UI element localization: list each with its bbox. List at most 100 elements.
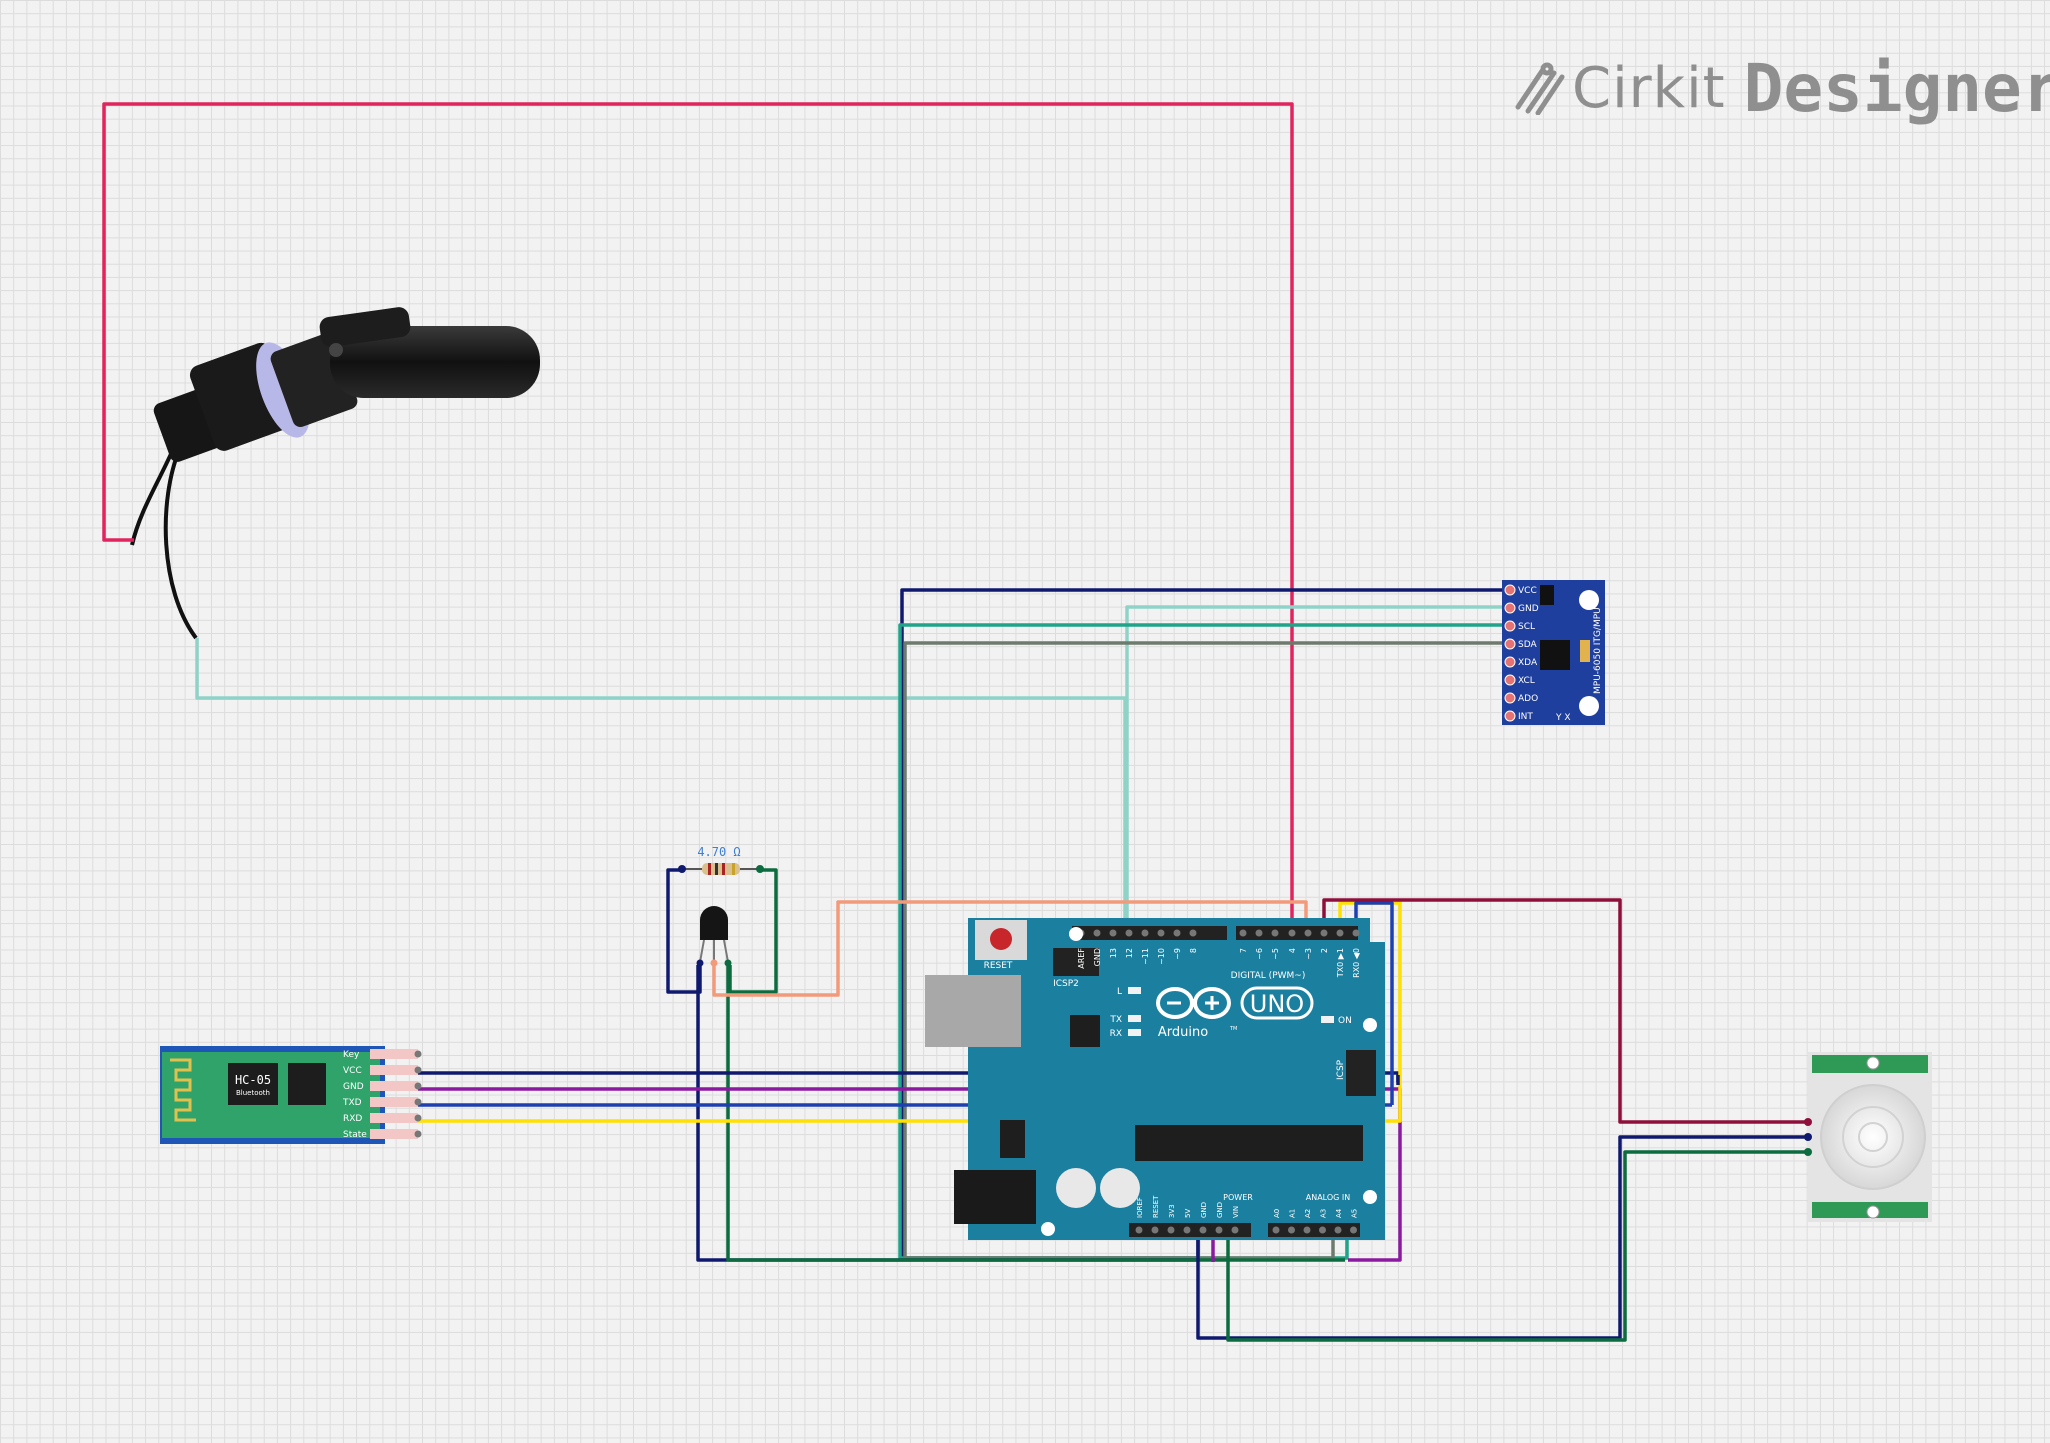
icsp-header[interactable] xyxy=(1346,1050,1376,1096)
analog-pin-label: A2 xyxy=(1304,1209,1312,1218)
wire-float-to-gnd[interactable] xyxy=(195,638,1127,935)
pir-sensor[interactable] xyxy=(1804,1052,1932,1222)
wire-mpu-sda[interactable] xyxy=(903,641,1510,1260)
float-switch[interactable] xyxy=(130,306,540,640)
digital-pin[interactable] xyxy=(1173,929,1181,937)
pir-pin-out[interactable] xyxy=(1804,1118,1812,1126)
float-switch-float xyxy=(330,326,540,398)
analog-pin-label: A5 xyxy=(1351,1209,1359,1218)
digital-pin[interactable] xyxy=(1255,929,1263,937)
mpu-pin[interactable] xyxy=(1504,656,1516,668)
mpu-pin[interactable] xyxy=(1504,674,1516,686)
analog-pin[interactable] xyxy=(1334,1226,1342,1234)
digital-pin[interactable] xyxy=(1239,929,1247,937)
wire-sensor-data[interactable] xyxy=(712,900,1308,997)
digital-pin-label: 7 xyxy=(1239,948,1248,953)
resistor-pin-1[interactable] xyxy=(678,865,686,873)
wire-resistor-left[interactable] xyxy=(666,868,702,994)
hc05-pin[interactable] xyxy=(414,1082,422,1090)
digital-pin[interactable] xyxy=(1288,929,1296,937)
hc05-pin-strip xyxy=(370,1081,418,1091)
pir-pin-gnd[interactable] xyxy=(1804,1148,1812,1156)
mpu-pin-label: SCL xyxy=(1518,622,1535,632)
wire-hc05-gnd[interactable] xyxy=(418,1087,1402,1262)
temperature-sensor[interactable] xyxy=(696,906,732,967)
sensor-pin-gnd[interactable] xyxy=(724,959,732,967)
icsp2-header[interactable] xyxy=(1053,948,1099,976)
hc05-pin[interactable] xyxy=(414,1098,422,1106)
wire-float-to-d3[interactable] xyxy=(102,102,1294,935)
pir-hole-1 xyxy=(1866,1056,1880,1070)
wire-mpu-scl[interactable] xyxy=(898,623,1510,1260)
digital-pin[interactable] xyxy=(1093,929,1101,937)
digital-pin[interactable] xyxy=(1352,929,1360,937)
mpu-pin[interactable] xyxy=(1504,620,1516,632)
brand-name-part1: Cirkit xyxy=(1572,55,1726,121)
power-pin[interactable] xyxy=(1199,1226,1207,1234)
sensor-pin-data[interactable] xyxy=(710,959,718,967)
digital-pin[interactable] xyxy=(1189,929,1197,937)
mpu-side-label: MPU-6050 ITG/MPU xyxy=(1593,607,1603,694)
wire-pir-vcc[interactable] xyxy=(1196,1135,1808,1340)
digital-pin[interactable] xyxy=(1320,929,1328,937)
analog-pin[interactable] xyxy=(1303,1226,1311,1234)
mpu-pin-label: ADO xyxy=(1518,694,1538,704)
digital-pin[interactable] xyxy=(1141,929,1149,937)
mount-hole-1 xyxy=(1069,927,1083,941)
power-pin[interactable] xyxy=(1167,1226,1175,1234)
digital-pin[interactable] xyxy=(1304,929,1312,937)
resistor[interactable]: 4.70 Ω xyxy=(678,845,764,875)
power-pin[interactable] xyxy=(1231,1226,1239,1234)
capacitor-1 xyxy=(1056,1168,1096,1208)
analog-pin[interactable] xyxy=(1288,1226,1295,1234)
digital-pin[interactable] xyxy=(1271,929,1279,937)
wire-sensor-gnd[interactable] xyxy=(726,965,1345,1262)
power-pin[interactable] xyxy=(1151,1226,1159,1234)
sensor-pin-vcc[interactable] xyxy=(696,959,704,967)
power-pin[interactable] xyxy=(1183,1226,1191,1234)
mpu-pin[interactable] xyxy=(1504,602,1516,614)
hc05-pin-label: State xyxy=(343,1130,367,1140)
float-switch-hinge xyxy=(319,307,411,347)
analog-pin[interactable] xyxy=(1319,1226,1326,1234)
digital-pin[interactable] xyxy=(1336,929,1344,937)
digital-pin[interactable] xyxy=(1125,929,1133,937)
digital-pin[interactable] xyxy=(1157,929,1165,937)
hc05-chip-main xyxy=(228,1063,278,1105)
analog-label: ANALOG IN xyxy=(1306,1193,1351,1202)
icsp2-label: ICSP2 xyxy=(1053,979,1079,989)
mpu-pin-label: XCL xyxy=(1518,676,1535,686)
pir-pin-vcc[interactable] xyxy=(1804,1133,1812,1141)
mpu-pin[interactable] xyxy=(1504,710,1516,722)
hc05-pin[interactable] xyxy=(414,1050,422,1058)
wire-pir-gnd[interactable] xyxy=(1226,1150,1808,1342)
mpu-pin[interactable] xyxy=(1504,692,1516,704)
digital-pin-label: 2 xyxy=(1320,948,1329,953)
power-pin[interactable] xyxy=(1215,1226,1223,1234)
icsp-label: ICSP xyxy=(1336,1059,1346,1080)
reset-label: RESET xyxy=(984,961,1013,971)
regulator xyxy=(1000,1120,1025,1158)
hc05-pin[interactable] xyxy=(414,1114,422,1122)
resistor-pin-2[interactable] xyxy=(756,865,764,873)
analog-pin-label: A1 xyxy=(1289,1209,1297,1218)
mpu-pin-label: VCC xyxy=(1518,586,1537,596)
reset-button[interactable] xyxy=(990,928,1012,950)
hc05-antenna xyxy=(170,1058,196,1122)
wire-mpu-gnd[interactable] xyxy=(1125,605,1510,935)
hc05-pin[interactable] xyxy=(414,1130,422,1138)
mpu-pin[interactable] xyxy=(1504,584,1516,596)
wire-resistor-right[interactable] xyxy=(728,868,778,994)
pir-hole-2 xyxy=(1866,1205,1880,1219)
power-pin[interactable] xyxy=(1135,1226,1143,1234)
wire-pir-out[interactable] xyxy=(1322,898,1808,1124)
analog-pin[interactable] xyxy=(1272,1226,1280,1234)
digital-pin[interactable] xyxy=(1109,929,1117,937)
power-pin-label: VIN xyxy=(1232,1206,1240,1218)
analog-pin[interactable] xyxy=(1350,1226,1357,1234)
mpu-pin[interactable] xyxy=(1504,638,1516,650)
hc05-pin[interactable] xyxy=(414,1066,422,1074)
